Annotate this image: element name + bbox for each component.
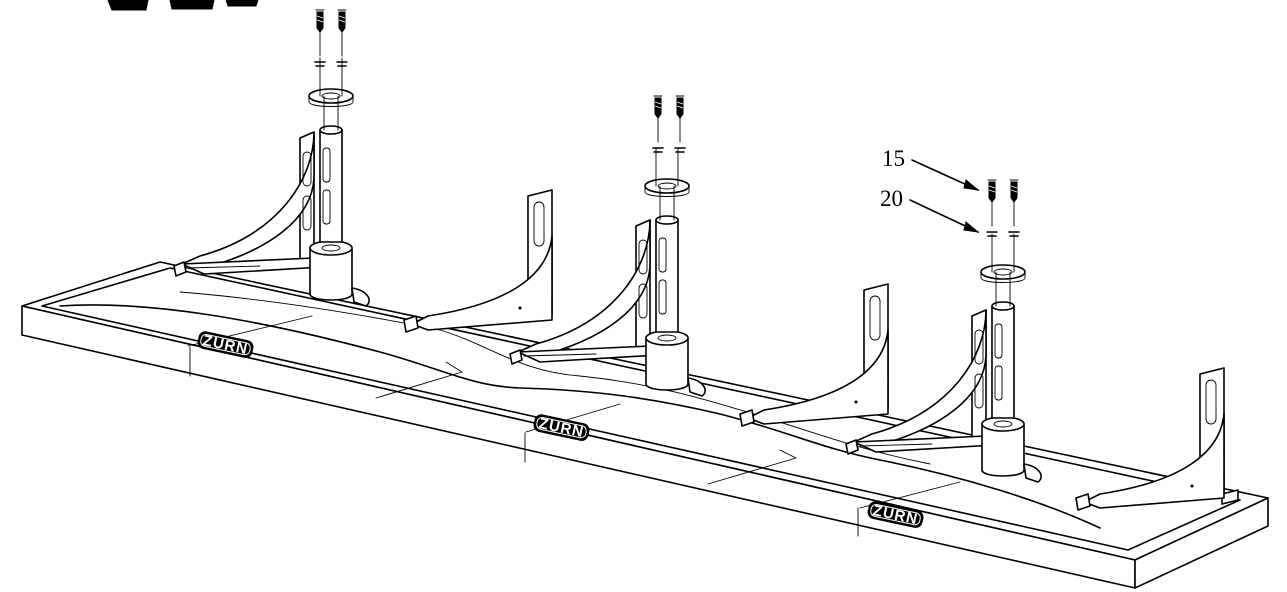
right-bracket [403,189,553,333]
callout-15: 15 [882,146,980,191]
base-frame [21,261,1269,589]
callout-label: 20 [880,186,903,211]
pedestal-post [644,147,706,397]
screw-set [652,95,686,153]
screw-set [986,179,1020,237]
callout-20: 20 [880,186,980,233]
callout-label: 15 [882,146,905,171]
pedestal-post [308,57,370,307]
pedestal-post [980,233,1042,483]
cut-off-title [107,0,259,11]
